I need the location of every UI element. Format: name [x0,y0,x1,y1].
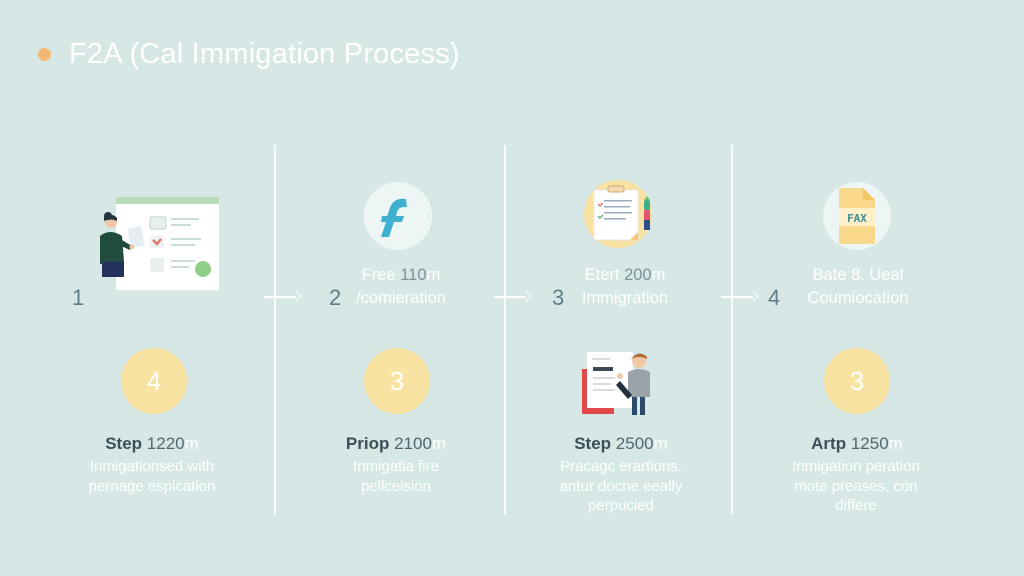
desc-line: Inmigatia fire [353,458,439,475]
card-title: Step 1220m [62,434,242,454]
step-label-line2: Coumiocation [807,289,909,307]
step-label-unit: m [651,266,666,284]
bullet-dot-icon [38,48,51,61]
desc-line: mote preases, con [794,477,918,495]
card-description: Inmigationsed with pernage espication [52,457,252,496]
desc-line: pernage espication [88,477,216,495]
step-label-number: 110 [400,266,427,284]
step-label-line2: Immigration [581,289,669,307]
card-title: Artp 1250m [767,434,947,454]
step-number: 4 [768,285,781,310]
desc-line: pellceision [360,477,432,495]
step-label-line1: Bate 8. Ueal [812,266,904,284]
svg-text:FAX: FAX [847,212,867,225]
step-label-line2: /comieration [356,289,446,307]
card-title-word: Artp [811,434,847,453]
desc-line: differe [835,497,877,514]
step-number: 1 [72,285,85,310]
arrow-right-icon [721,290,759,303]
f-logo-icon [364,182,432,250]
card-description: Inmigation peration mote preases, con di… [756,457,956,516]
card-title-unit: m [653,434,668,453]
desc-line: perpucied [588,497,654,514]
arrow-right-icon [494,290,532,303]
step-label-unit: m [426,266,441,284]
step-label-word: Free [361,266,396,284]
card-title: Priop 2100m [306,434,486,454]
column-divider [274,145,276,515]
step-label-number: 200 [624,266,652,284]
step-badge: 3 [824,348,890,414]
card-title-unit: m [431,434,447,453]
card-description: Inmigatia fire pellceision [296,457,496,496]
step-number: 2 [329,285,342,310]
card-title-word: Step [574,434,612,453]
step-label-line1: Etert 200m [566,264,684,287]
step-label: Free 110m /comieration [345,264,457,310]
card-title-unit: m [184,434,199,453]
step-label: Bate 8. Ueal Coumiocation [795,264,921,310]
card-title-number: 1220 [146,434,185,453]
arrow-right-icon [264,290,302,303]
card-title-word: Priop [345,434,390,453]
header: F2A (Cal Immigation Process) [38,38,460,71]
step-badge: 4 [121,348,187,414]
desc-line: antur docne eeally [559,477,683,495]
card-title-unit: m [888,434,903,453]
card-description: Pracagc erartions, antur docne eeally pe… [521,457,721,516]
desc-line: Inmigation peration [792,458,920,475]
card-title: Step 2500m [531,434,711,454]
clipboard-checklist-icon [584,180,652,248]
step-label: Etert 200m Immigration [566,264,684,310]
card-title-number: 2100 [394,434,432,453]
step-number: 3 [552,285,565,310]
page-title: F2A (Cal Immigation Process) [69,38,460,70]
fax-document-icon: FAX [823,182,891,250]
column-divider [504,145,506,515]
step-label-word: Etert [584,266,620,284]
desc-line: Inmigationsed with [89,458,215,475]
step-badge: 3 [364,348,430,414]
card-title-number: 1250 [850,434,889,453]
column-divider [731,145,733,515]
man-with-document-illustration [582,352,650,415]
woman-presenting-checklist-illustration [100,197,219,290]
card-title-word: Step [105,434,143,453]
desc-line: Pracagc erartions, [560,458,682,475]
card-title-number: 2500 [615,434,654,453]
step-label-line1: Free 110m [345,264,457,287]
